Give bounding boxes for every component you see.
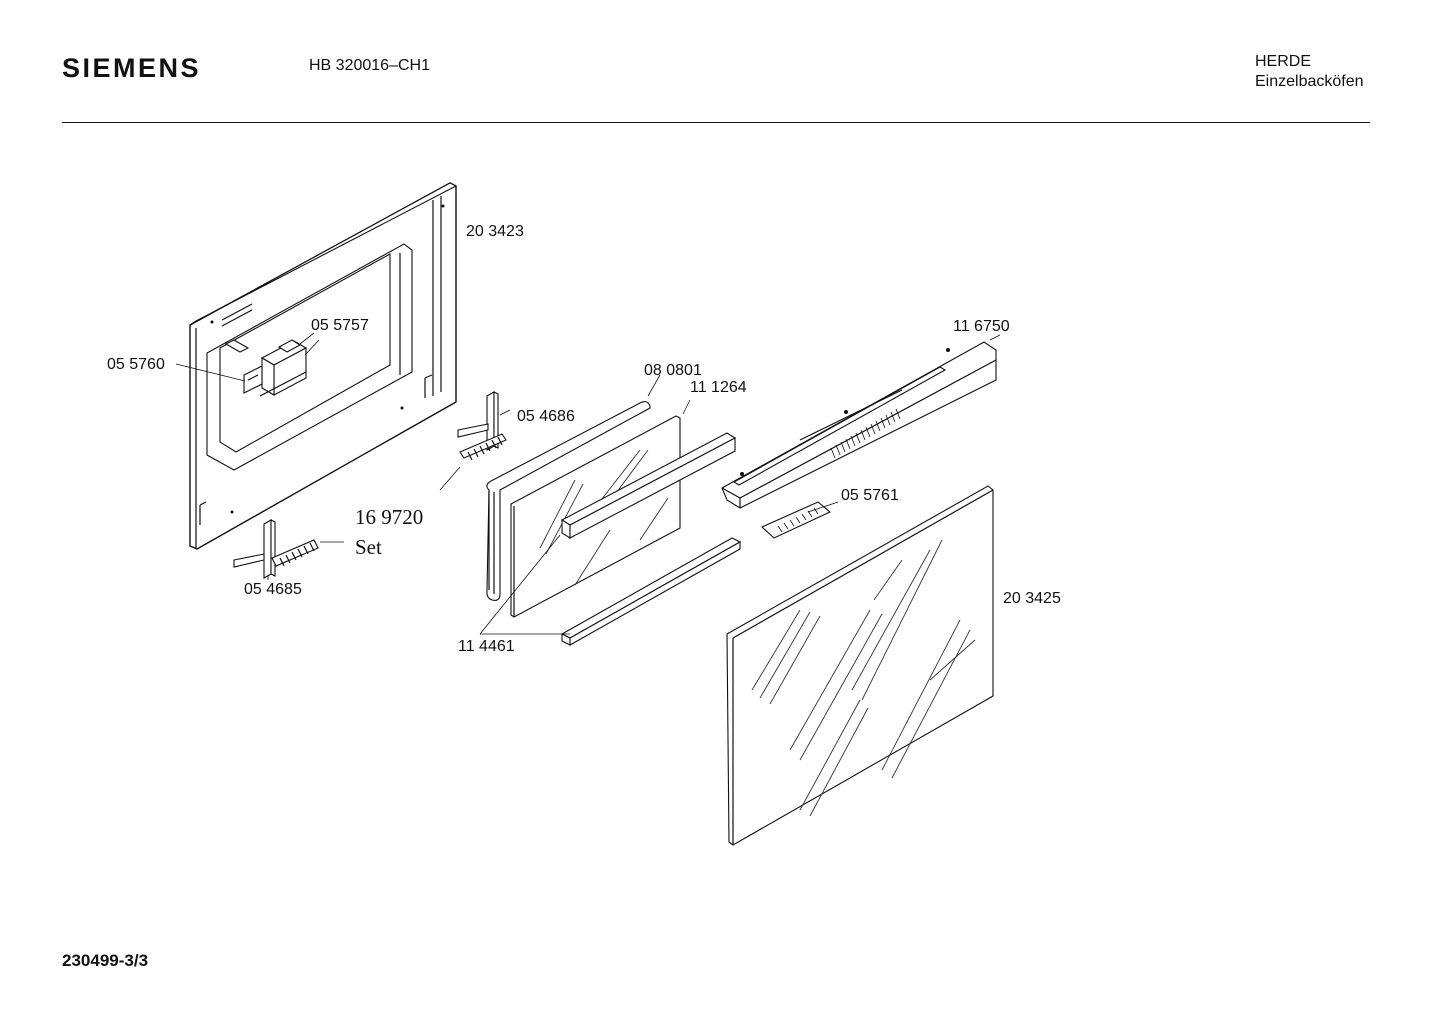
outer-glass-part: [726, 485, 994, 846]
category-subtitle: Einzelbacköfen: [1255, 73, 1364, 90]
leader-lines: [175, 332, 1001, 635]
door-frame-part: [189, 182, 458, 550]
label-05-5757: 05 5757: [311, 317, 369, 334]
category-title: HERDE: [1255, 53, 1312, 70]
glass-strip-lower-part: [560, 537, 742, 646]
header-rule: [62, 122, 1370, 123]
switch-bracket-part: [243, 365, 263, 394]
label-16-9720: 16 9720: [355, 505, 423, 529]
label-20-3423: 20 3423: [466, 223, 524, 240]
page-reference: 230499-3/3: [62, 951, 149, 970]
label-05-4685: 05 4685: [244, 581, 302, 598]
glass-strip-upper-part: [560, 432, 737, 539]
label-11-6750: 11 6750: [953, 318, 1010, 335]
label-11-4461: 11 4461: [458, 638, 515, 655]
label-05-5760: 05 5760: [107, 356, 165, 373]
vent-grille-part: [761, 501, 832, 539]
door-handle-part: [721, 341, 997, 509]
door-switch-part: [259, 339, 308, 397]
brand-logo: SIEMENS: [62, 53, 202, 83]
label-05-5761: 05 5761: [841, 487, 899, 504]
model-number: HB 320016–CH1: [309, 57, 430, 74]
hinge-upper-part: [457, 391, 507, 461]
door-gasket-part: [486, 400, 651, 601]
label-20-3425: 20 3425: [1003, 590, 1061, 607]
hinge-lower-part: [233, 519, 319, 579]
label-set: Set: [355, 535, 382, 559]
label-08-0801: 08 0801: [644, 362, 702, 379]
label-11-1264: 11 1264: [690, 379, 747, 396]
label-05-4686: 05 4686: [517, 408, 575, 425]
